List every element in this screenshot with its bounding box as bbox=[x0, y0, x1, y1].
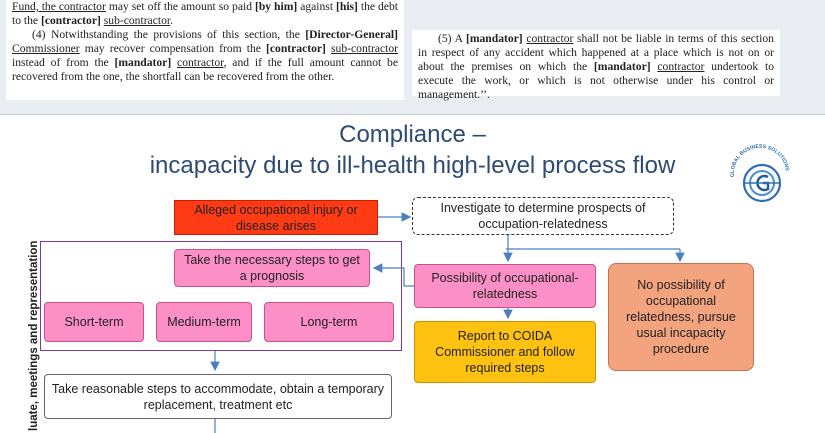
legal-text: (5) A bbox=[438, 32, 466, 45]
legal-text: may set off the amount so paid bbox=[105, 0, 255, 13]
legal-text: the debt to the bbox=[12, 0, 399, 27]
legal-text-left: Fund, the contractor may set off the amo… bbox=[6, 0, 404, 100]
arrow-possibility-to-prognosis bbox=[372, 263, 414, 287]
legal-text: [mandator] bbox=[593, 60, 651, 73]
global-business-solutions-logo: GLOBAL BUSINESS SOLUTIONS bbox=[730, 144, 790, 203]
box-short-term: Short-term bbox=[44, 302, 144, 342]
legal-text: [Director-General] bbox=[305, 28, 398, 41]
connector-investigate-branch bbox=[506, 234, 680, 250]
legal-text: contractor bbox=[526, 32, 574, 45]
prognosis-group-frame bbox=[40, 241, 402, 351]
slide-title-line1: Compliance – bbox=[339, 121, 486, 148]
legal-text: [by him] bbox=[254, 0, 298, 13]
presentation-slide: Compliance – incapacity due to ill-healt… bbox=[0, 114, 825, 433]
box-alleged-injury: Alleged occupational injury or disease a… bbox=[174, 200, 378, 235]
legal-text: sub-contractor bbox=[103, 14, 171, 27]
legal-text: Fund, the contractor bbox=[12, 0, 106, 13]
legal-text: against bbox=[297, 0, 337, 13]
legal-text: undertook to execute the work, or which … bbox=[418, 60, 774, 101]
box-investigate: Investigate to determine prospects of oc… bbox=[412, 197, 674, 235]
legal-text: , and if the full amount cannot be recov… bbox=[12, 56, 398, 83]
legal-text: [contractor] bbox=[266, 42, 326, 55]
flow-connectors bbox=[210, 212, 685, 433]
box-medium-term: Medium-term bbox=[156, 302, 252, 342]
legal-text: [his] bbox=[336, 0, 358, 13]
legal-text: may recover compensation from the bbox=[79, 42, 267, 55]
legal-text: Commissioner bbox=[12, 42, 80, 55]
box-no-possibility: No possibility of occupational relatedne… bbox=[608, 263, 754, 371]
box-prognosis: Take the necessary steps to get a progno… bbox=[174, 249, 370, 287]
box-report-coida: Report to COIDA Commissioner and follow … bbox=[414, 321, 596, 383]
legal-text: contractor bbox=[657, 60, 705, 73]
legal-text: sub-contractor bbox=[331, 42, 398, 55]
box-long-term: Long-term bbox=[264, 302, 394, 342]
legal-text: [mandator] bbox=[114, 56, 172, 69]
legal-left-para2: (4) Notwithstanding the provisions of th… bbox=[12, 28, 398, 84]
legal-left-para1: Fund, the contractor may set off the amo… bbox=[12, 0, 398, 28]
slide-title-line2: incapacity due to ill-health high-level … bbox=[149, 152, 676, 179]
legal-text: [contractor] bbox=[40, 14, 101, 27]
legal-right-para: (5) A [mandator] contractor shall not be… bbox=[418, 32, 774, 102]
box-possibility: Possibility of occupational-relatedness bbox=[414, 264, 596, 308]
legal-text: contractor bbox=[177, 56, 224, 69]
legal-text: shall not be liable in terms of this sec… bbox=[418, 32, 774, 73]
legal-text: . bbox=[170, 14, 173, 27]
legal-text: instead of from the bbox=[12, 56, 115, 69]
legal-text: [mandator] bbox=[465, 32, 523, 45]
legal-text: (4) Notwithstanding the provisions of th… bbox=[32, 28, 306, 41]
box-accommodate: Take reasonable steps to accommodate, ob… bbox=[44, 374, 392, 419]
legal-text-right: (5) A [mandator] contractor shall not be… bbox=[412, 30, 780, 101]
